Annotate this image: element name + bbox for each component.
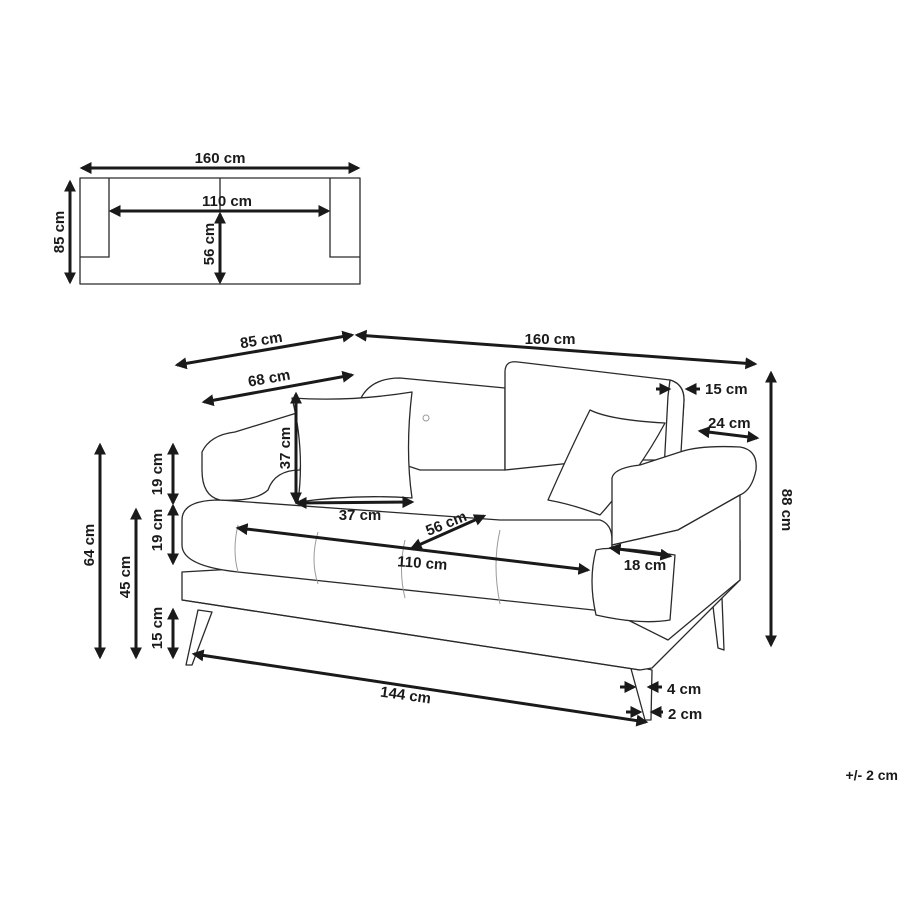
- armrest-inner-label: 18 cm: [624, 557, 667, 574]
- pillow-left: [291, 391, 413, 503]
- leg-bottom-label: 2 cm: [668, 706, 702, 723]
- perspective-dimensions: 85 cm 160 cm 68 cm 15 cm 24 cm 88 cm 37 …: [81, 329, 795, 727]
- armrest-width-label: 24 cm: [708, 415, 751, 432]
- tolerance-note: +/- 2 cm: [845, 767, 898, 783]
- top-inner-width-label: 110 cm: [202, 193, 252, 210]
- pillow-right: [547, 409, 666, 516]
- top-view: 160 cm 85 cm 110 cm 56 cm: [51, 150, 361, 285]
- leg-span-label: 144 cm: [379, 684, 432, 708]
- arm-height-label: 19 cm: [149, 453, 166, 496]
- button-detail: [422, 414, 430, 422]
- arm-total-height-label: 64 cm: [81, 524, 98, 567]
- armrest-left: [201, 411, 304, 501]
- depth-arrow: [174, 330, 355, 370]
- seat-width-arrow: [235, 523, 591, 575]
- armrest-width-arrow: [697, 426, 760, 443]
- leg-height-label: 15 cm: [149, 607, 166, 650]
- pillow-height-label: 37 cm: [277, 427, 294, 470]
- backrest-thickness-label: 15 cm: [705, 381, 748, 398]
- top-depth-label: 85 cm: [51, 211, 68, 254]
- depth-label: 85 cm: [239, 329, 284, 352]
- leg-top-label: 4 cm: [667, 681, 701, 698]
- seat-height-label: 45 cm: [117, 556, 134, 599]
- seat-width-label: 110 cm: [397, 553, 448, 573]
- pillow-width-label: 37 cm: [339, 507, 382, 524]
- top-seat-depth-label: 56 cm: [201, 223, 218, 266]
- width-arrow: [354, 329, 758, 370]
- armrest-right-top: [611, 445, 757, 546]
- leg-span-arrow: [191, 649, 649, 727]
- width-label: 160 cm: [525, 331, 576, 348]
- seat-cushion-height-label: 19 cm: [149, 509, 166, 552]
- armrest-inner-arrow: [608, 543, 673, 561]
- pillow-width-arrow: [294, 496, 415, 509]
- total-height-label: 88 cm: [778, 489, 795, 532]
- armrest-length-arrow: [201, 370, 355, 407]
- top-width-label: 160 cm: [195, 150, 246, 167]
- top-view-right-arm: [329, 178, 360, 258]
- top-view-left-arm: [80, 178, 110, 258]
